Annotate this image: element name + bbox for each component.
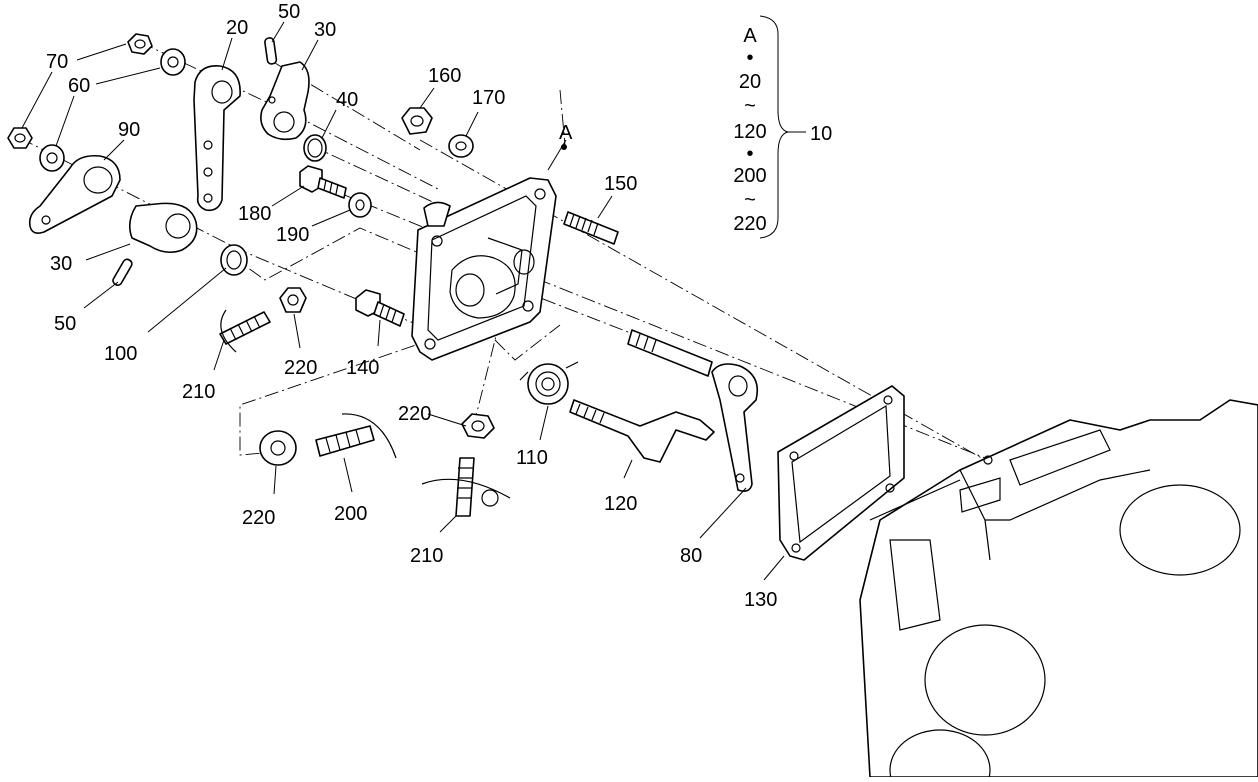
- pin-50-lower: [112, 258, 133, 286]
- kit-item-A: A: [743, 25, 757, 47]
- bolt-180: [299, 165, 347, 199]
- adjust-screw-200: [315, 413, 397, 459]
- adjust-screw-210-lower: [421, 457, 511, 517]
- nut-220-upper: [279, 287, 307, 313]
- governor-housing: [411, 177, 557, 361]
- callout-190: 190: [276, 224, 309, 246]
- ring-40: [303, 134, 327, 162]
- engine-block: [859, 399, 1258, 782]
- kit-legend: A • 20 ~ 120 • 200 ~ 220 10: [733, 15, 832, 239]
- callout-200: 200: [334, 503, 367, 525]
- lever-90: [28, 154, 121, 234]
- callout-110: 110: [516, 447, 548, 469]
- callout-50-lower: 50: [54, 313, 76, 335]
- nut-70-lower: [7, 127, 33, 149]
- nut-70-upper: [127, 33, 153, 55]
- callout-50-upper: 50: [278, 1, 300, 23]
- kit-number-10: 10: [810, 123, 832, 145]
- reference-point-A: [561, 144, 567, 150]
- callout-90: 90: [118, 119, 140, 141]
- kit-separator-tilde-2: ~: [744, 189, 756, 211]
- kit-separator-dot-1: •: [746, 47, 753, 69]
- callout-120: 120: [604, 493, 637, 515]
- washer-60-lower: [39, 144, 65, 172]
- callout-220-upper: 220: [284, 357, 317, 379]
- callout-130: 130: [744, 589, 777, 611]
- pin-50-upper: [264, 37, 278, 65]
- nut-220-lower: [259, 430, 297, 466]
- callout-60: 60: [68, 75, 90, 97]
- callout-A: A: [559, 122, 573, 144]
- callout-210-lower: 210: [410, 545, 443, 567]
- callout-140: 140: [346, 357, 379, 379]
- bolt-140: [355, 289, 405, 327]
- washer-190: [348, 192, 372, 218]
- cam-30-upper: [260, 61, 310, 141]
- adjust-screw-210-upper: [219, 309, 271, 353]
- nut-220-center: [461, 413, 495, 439]
- callout-70: 70: [46, 51, 68, 73]
- callout-labels: 70 60 20 50 30 40 90 160 170 A 150 180 1…: [46, 1, 777, 611]
- callout-150: 150: [604, 173, 637, 195]
- lever-shaft-80: [627, 329, 759, 492]
- callout-210-upper: 210: [182, 381, 215, 403]
- callout-160: 160: [428, 65, 461, 87]
- kit-item-120: 120: [733, 121, 766, 143]
- callout-30-lower: 30: [50, 253, 72, 275]
- callout-170: 170: [472, 87, 505, 109]
- callout-220-lower: 220: [242, 507, 275, 529]
- callout-180: 180: [238, 203, 271, 225]
- seal-100: [220, 244, 248, 276]
- leader-lines: [21, 21, 785, 581]
- cam-30-lower: [128, 202, 198, 254]
- kit-item-220: 220: [733, 213, 766, 235]
- nut-160: [401, 107, 433, 135]
- callout-30-upper: 30: [314, 19, 336, 41]
- callout-20: 20: [226, 17, 248, 39]
- shaft-120: [569, 399, 715, 463]
- callout-100: 100: [104, 343, 137, 365]
- kit-item-20: 20: [739, 71, 761, 93]
- kit-separator-dot-2: •: [746, 143, 753, 165]
- washer-60-upper: [160, 48, 186, 76]
- spring-110: [519, 361, 579, 405]
- kit-item-200: 200: [733, 165, 766, 187]
- lever-arm-20: [193, 65, 241, 212]
- kit-separator-tilde-1: ~: [744, 95, 756, 117]
- gasket-130: [777, 385, 905, 561]
- washer-170: [448, 134, 474, 158]
- stud-150: [563, 211, 619, 245]
- callout-80: 80: [680, 545, 702, 567]
- callout-220-center: 220: [398, 403, 431, 425]
- callout-40: 40: [336, 89, 358, 111]
